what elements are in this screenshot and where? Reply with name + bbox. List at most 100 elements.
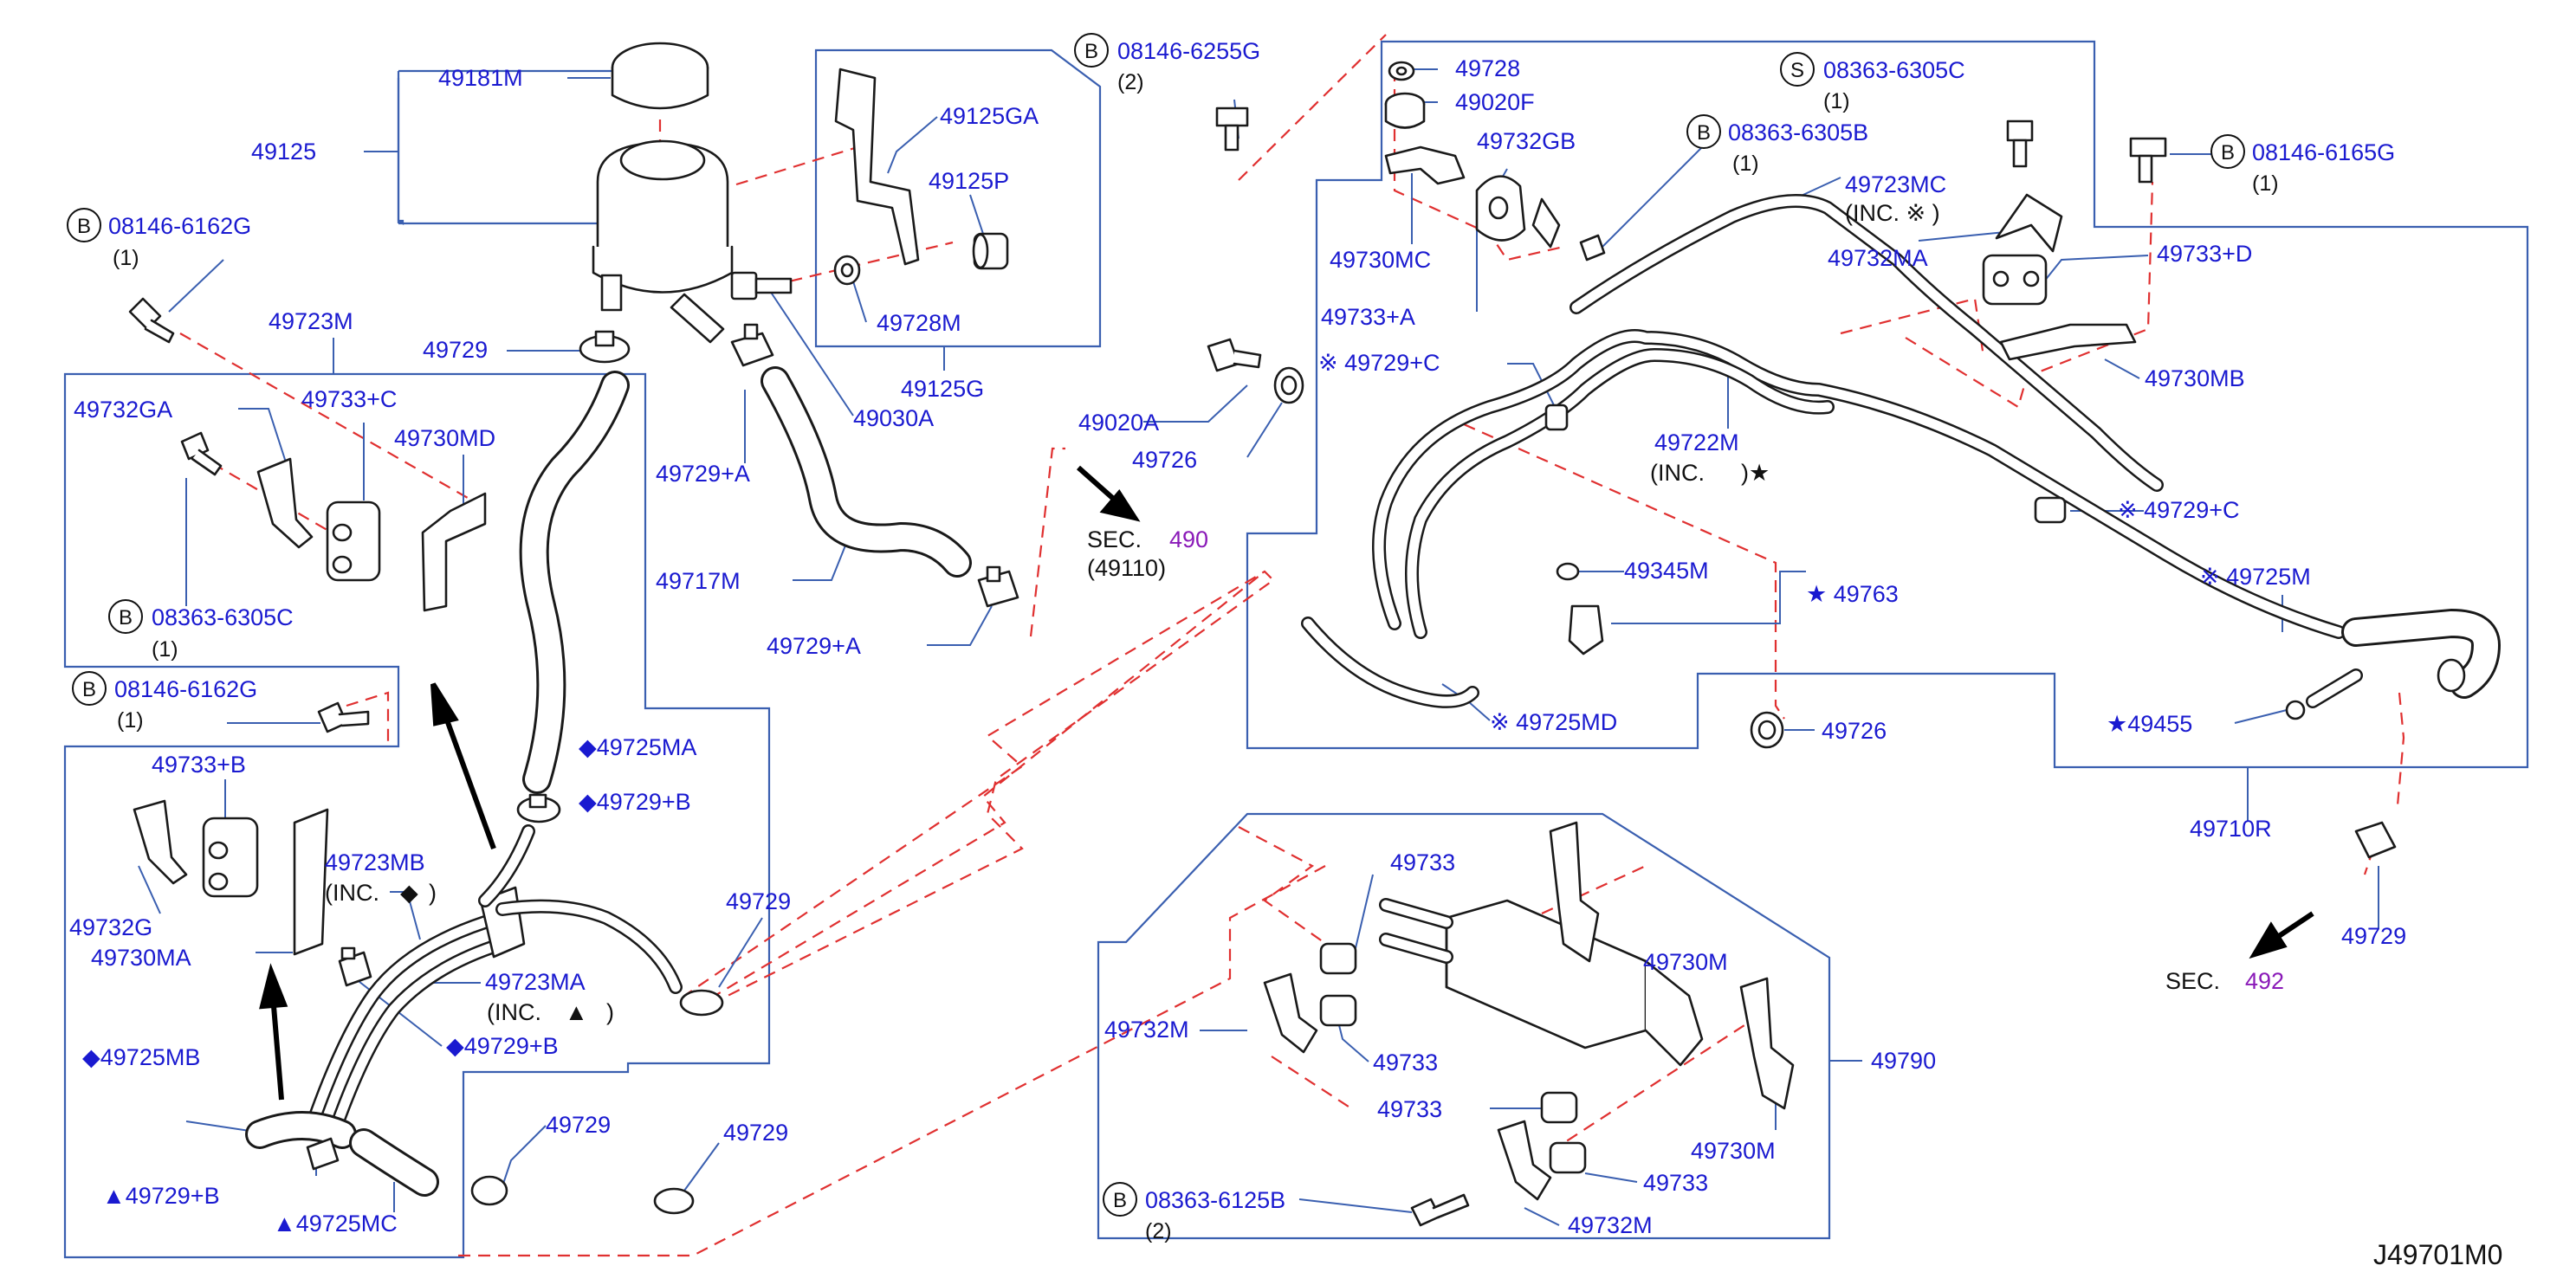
hose-49725mc: [349, 1128, 439, 1197]
lead-49732m-2: [1524, 1207, 1560, 1226]
clamp-49729-top: [579, 330, 631, 364]
hose-49725ma: [519, 371, 630, 794]
label-49723ma: 49723MA: [485, 969, 586, 995]
svg-text:B: B: [82, 678, 96, 701]
label-49722m: 49722M: [1654, 429, 1739, 455]
label-49729-bot1: 49729: [546, 1112, 611, 1138]
clamp-49729b-mid: [338, 946, 372, 987]
svg-text:B: B: [119, 606, 133, 630]
label-49125p: 49125P: [929, 168, 1009, 194]
lead-b-6125b: [1298, 1198, 1413, 1213]
grommet-49020f: [1384, 92, 1426, 129]
bolt-08363-6305c: [180, 431, 223, 476]
clamp-49729-r: [2354, 821, 2397, 859]
dash-cooler-2: [450, 865, 1326, 1257]
bolt-callout-2: B 08146-6162G (1): [72, 671, 257, 733]
bracket-49730md: [421, 492, 487, 612]
label-49729b-bot: ▲49729+B: [102, 1183, 220, 1209]
reservoir-cap: [611, 42, 709, 110]
clamp-49729-c1: [679, 989, 724, 1017]
label-49790: 49790: [1871, 1048, 1936, 1074]
svg-text:S: S: [1790, 59, 1804, 82]
lead-49763: [1611, 571, 1806, 624]
label-49733b: 49733+B: [152, 752, 246, 778]
bolt-08363-6305b: [1579, 234, 1606, 262]
bracket-49732ga: [256, 457, 314, 549]
bolt-08146-6165g: [2129, 137, 2167, 184]
sec490-number: 490: [1169, 526, 1208, 552]
label-49730md: 49730MD: [394, 425, 495, 451]
bracket-49730mc: [1384, 145, 1466, 185]
label-49729b-mid: ◆49729+B: [446, 1033, 559, 1059]
washer-49726-2: [1750, 711, 1784, 749]
cooler-49790: [1379, 898, 1704, 1067]
label-49725mc: ▲49725MC: [273, 1211, 398, 1237]
dash-long-2: [692, 571, 1265, 1010]
label-49125ga: 49125GA: [940, 103, 1039, 129]
label-49732m-1: 49732M: [1104, 1017, 1189, 1043]
washer-49728m: [833, 255, 861, 286]
label-49723mb: 49723MB: [325, 849, 425, 875]
label-49733-3: 49733: [1377, 1096, 1442, 1122]
label-49728m: 49728M: [877, 310, 961, 336]
label-49730mc: 49730MC: [1330, 247, 1431, 273]
dash-sec490: [1029, 447, 1065, 637]
lead-bolt-1: [168, 259, 224, 313]
svg-text:08363-6305B: 08363-6305B: [1728, 119, 1868, 145]
label-49729a-2: 49729+A: [767, 633, 861, 659]
label-49722m-sym: )★: [1741, 460, 1770, 486]
bolt-callout-6: B 08146-6165G (1): [2210, 134, 2395, 196]
hose-49725mb: [245, 1111, 357, 1149]
rubber-49733c: [326, 500, 381, 582]
label-49729b-top: ◆49729+B: [579, 789, 691, 815]
label-49729-bot2: 49729: [723, 1120, 788, 1146]
label-49733-2: 49733: [1373, 1049, 1438, 1075]
clip-49732gb: [1475, 175, 1561, 249]
bolt-callout-5: S 08363-6305C (1): [1780, 52, 1965, 113]
bolt-08146-6255g: [1215, 107, 1249, 152]
bolt-callout-0: B 08146-6162G (1): [67, 208, 251, 270]
arrow-up-1: [430, 682, 496, 850]
clamp-49729-bot1: [470, 1175, 508, 1206]
lead-49732ga: [238, 408, 288, 468]
svg-text:(2): (2): [1145, 1219, 1172, 1243]
svg-text:08363-6125B: 08363-6125B: [1145, 1187, 1285, 1213]
label-49729c-2: ※ 49729+C: [2118, 497, 2239, 523]
dash-49733d: [1840, 297, 1985, 358]
svg-text:B: B: [1113, 1189, 1127, 1212]
svg-text:B: B: [1697, 121, 1711, 145]
dash-res-bracket: [735, 145, 858, 186]
bolt-callout-4: B 08363-6305B (1): [1686, 114, 1868, 176]
svg-text:B: B: [1084, 40, 1098, 63]
label-49733-4: 49733: [1643, 1170, 1708, 1196]
label-49732g: 49732G: [69, 914, 152, 940]
svg-text:08146-6165G: 08146-6165G: [2252, 139, 2395, 165]
bolt-08146-6162g-1: [128, 297, 175, 344]
dash-long-1: [683, 570, 1275, 1014]
clip-49732m-1: [1263, 972, 1318, 1054]
label-49733-1: 49733: [1390, 849, 1455, 875]
lead-49717m: [793, 536, 850, 581]
bracket-49730mb: [1999, 323, 2137, 361]
label-49345m: 49345M: [1624, 558, 1709, 584]
label-49020a: 49020A: [1078, 410, 1159, 436]
sec490-ref: (49110): [1087, 555, 1166, 581]
clamp-49729-bot2: [653, 1187, 695, 1215]
lead-49455: [2234, 709, 2288, 724]
washer-49728: [1388, 61, 1415, 81]
clamp-49729c-2: [2034, 496, 2067, 524]
bracket-49730m-2: [1739, 977, 1795, 1110]
label-49723mb-close: ): [429, 880, 437, 906]
label-49732ga: 49732GA: [74, 397, 172, 423]
label-49030a: 49030A: [853, 405, 934, 431]
lead-49733-4: [1584, 1172, 1638, 1183]
bracket-49125g-box: [814, 48, 1102, 348]
rubber-49733-2: [1319, 994, 1357, 1027]
lead-49729-bot1: [502, 1125, 547, 1187]
oring-49455: [2285, 668, 2363, 720]
bolt-08363-6125b: [1410, 1193, 1470, 1227]
svg-text:(1): (1): [2252, 171, 2279, 196]
label-49732gb: 49732GB: [1477, 128, 1576, 154]
rubber-49733-3: [1540, 1091, 1578, 1124]
